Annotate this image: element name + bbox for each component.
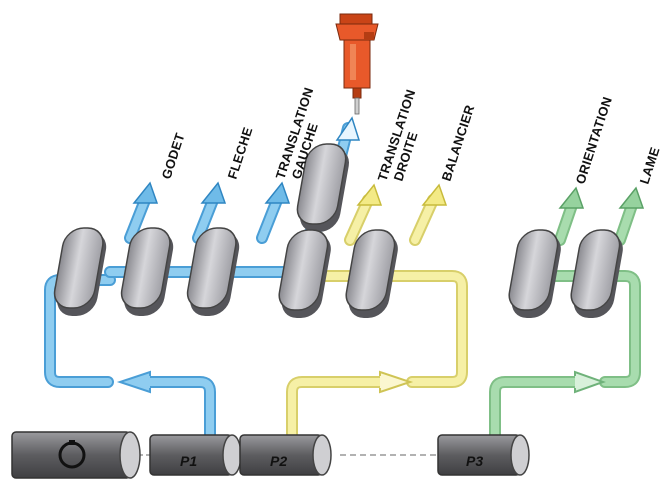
spool-valves <box>53 143 623 318</box>
spool-translation-droite <box>278 229 331 318</box>
label-lame: LAME <box>637 145 663 186</box>
spool-fleche <box>120 227 174 316</box>
spool-translation-gauche <box>186 227 240 316</box>
pumps: P1 P2 P3 <box>11 431 530 479</box>
pump-p2: P2 <box>239 434 332 476</box>
label-godet: GODET <box>159 131 188 181</box>
p3-output-arrows <box>558 186 645 209</box>
pump-p3-label: P3 <box>466 453 483 469</box>
pump-p1-label: P1 <box>180 453 197 469</box>
pump-p3: P3 <box>437 434 530 476</box>
function-labels: GODET FLECHE TRANSLATION GAUCHE TRANSLAT… <box>159 85 663 185</box>
label-orientation: ORIENTATION <box>573 95 615 186</box>
pump-p1: P1 <box>149 434 242 476</box>
spool-godet <box>53 227 107 316</box>
engine <box>11 431 141 479</box>
label-balancier: BALANCIER <box>439 103 478 183</box>
circuit-p3 <box>489 199 641 444</box>
spool-balancier <box>345 229 398 318</box>
spool-orientation <box>508 229 561 318</box>
breaker-arrow <box>335 116 361 141</box>
circuit-p2 <box>286 194 468 444</box>
p1-feed-arrow <box>116 370 151 394</box>
p3-feed-arrow <box>574 370 606 394</box>
pump-p2-label: P2 <box>270 453 287 469</box>
p1-output-arrows <box>132 181 291 204</box>
hydraulic-hammer-icon <box>335 13 379 115</box>
spool-breaker <box>296 143 350 232</box>
p2-output-arrows <box>356 183 448 206</box>
p2-feed-arrow <box>379 370 414 394</box>
label-fleche: FLECHE <box>225 125 256 181</box>
spool-lame <box>570 229 623 318</box>
